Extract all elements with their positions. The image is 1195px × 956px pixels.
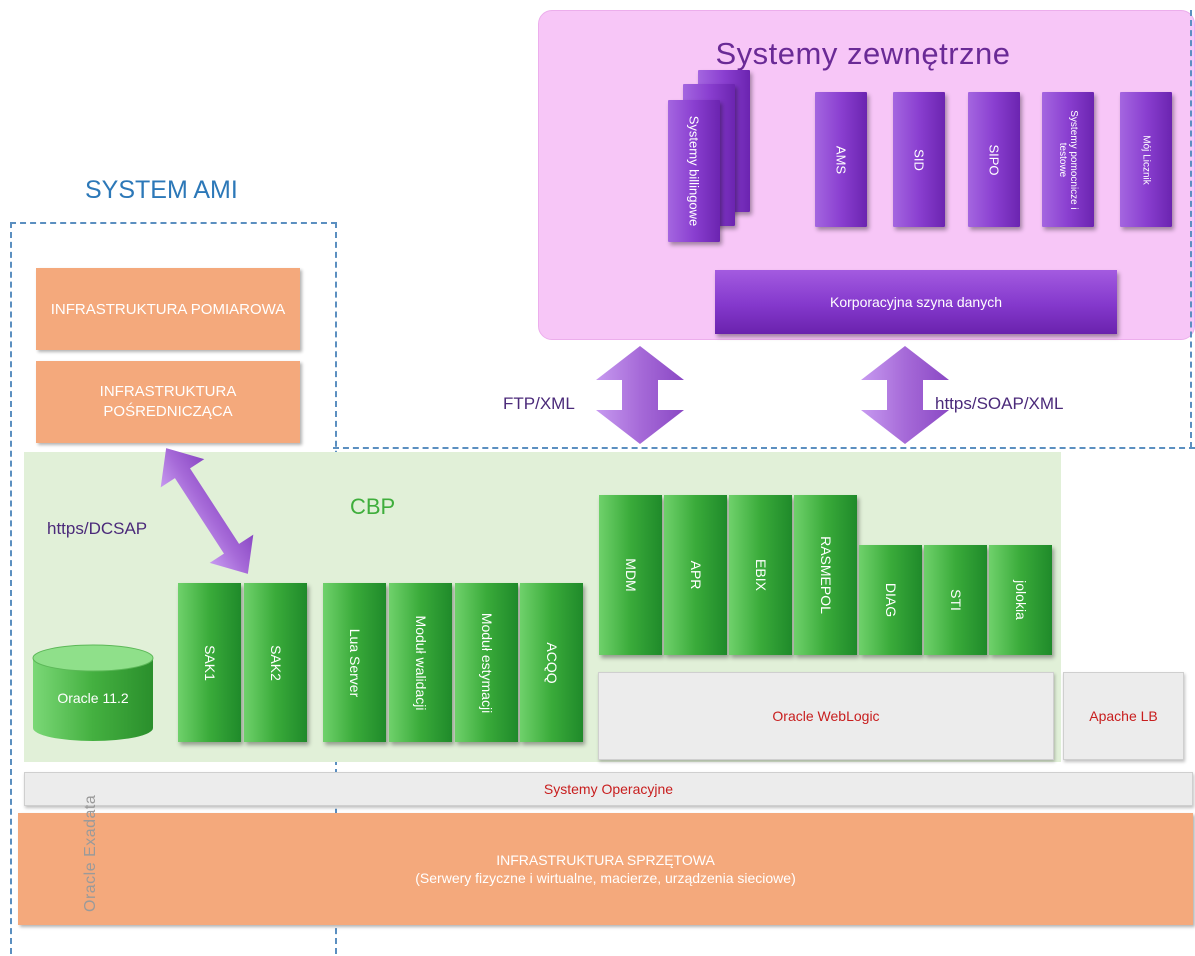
ftp-xml-label: FTP/XML [503,394,575,413]
module-label: Moduł estymacji [478,612,495,713]
ext-system-moj-licznik: Mój Licznik [1120,92,1172,227]
infra-intermediate-box: INFRASTRUKTURA POŚREDNICZĄCA [36,361,300,443]
module-ebix: EBIX [729,495,792,655]
infra-measure-box: INFRASTRUKTURA POMIAROWA [36,268,300,350]
module-label: SAK1 [201,644,218,681]
module-mdm: MDM [599,495,662,655]
module-diag: DIAG [859,545,922,655]
module-label: ACQQ [543,641,560,684]
module-acqq: ACQQ [520,583,583,742]
billing-systems-box: Systemy billingowe [668,100,720,242]
ami-boundary-right [1190,10,1192,448]
module-lua-server: Lua Server [323,583,386,742]
oracle-db-cylinder [32,644,154,741]
module-label: EBIX [752,559,769,591]
soap-arrow [861,346,949,444]
oracle-exadata-label: Oracle Exadata [82,794,99,912]
ftp-arrow [596,346,684,444]
https-dcsap-label: https/DCSAP [47,519,148,538]
oracle-weblogic-box: Oracle WebLogic [598,672,1054,760]
module-label: APR [687,560,704,590]
corporate-data-bus: Korporacyjna szyna danych [715,270,1117,334]
apache-lb-box: Apache LB [1063,672,1184,760]
external-systems-title: Systemy zewnętrzne [715,36,1011,71]
oracle-db-label: Oracle 11.2 [57,690,129,706]
ext-system-sid: SID [893,92,945,227]
ami-title: SYSTEM AMI [85,176,238,204]
module-label: STI [947,589,964,611]
module-estymacji: Moduł estymacji [455,583,518,742]
infra-intermediate-label: INFRASTRUKTURA POŚREDNICZĄCA [99,383,237,420]
https-soap-xml-label: https/SOAP/XML [935,394,1064,413]
dcsap-arrow [160,448,254,574]
hardware-infra-title: INFRASTRUKTURA SPRZĘTOWA [496,852,715,868]
ext-system-helper: Systemy pomocnicze i testowe [1042,92,1094,227]
ext-system-sipo: SIPO [968,92,1020,227]
module-sti: STI [924,545,987,655]
operating-systems-bar: Systemy Operacyjne [24,772,1193,806]
module-label: jolokia [1012,580,1029,620]
module-label: Lua Server [346,628,363,697]
module-apr: APR [664,495,727,655]
module-sak2: SAK2 [244,583,307,742]
ext-system-ams: AMS [815,92,867,227]
hardware-infra-box: INFRASTRUKTURA SPRZĘTOWA (Serwery fizycz… [18,813,1193,925]
module-label: DIAG [882,582,899,618]
module-label: RASMEPOL [817,536,834,614]
module-sak1: SAK1 [178,583,241,742]
ami-boundary-top-right [333,447,1195,449]
module-jolokia: jolokia [989,545,1052,655]
module-label: SAK2 [267,644,284,681]
module-label: MDM [622,558,639,592]
module-rasmepol: RASMEPOL [794,495,857,655]
module-label: Moduł walidacji [412,615,429,710]
hardware-infra-subtitle: (Serwery fizyczne i wirtualne, macierze,… [415,870,796,886]
cbp-title: CBP [350,494,396,519]
module-walidacji: Moduł walidacji [389,583,452,742]
